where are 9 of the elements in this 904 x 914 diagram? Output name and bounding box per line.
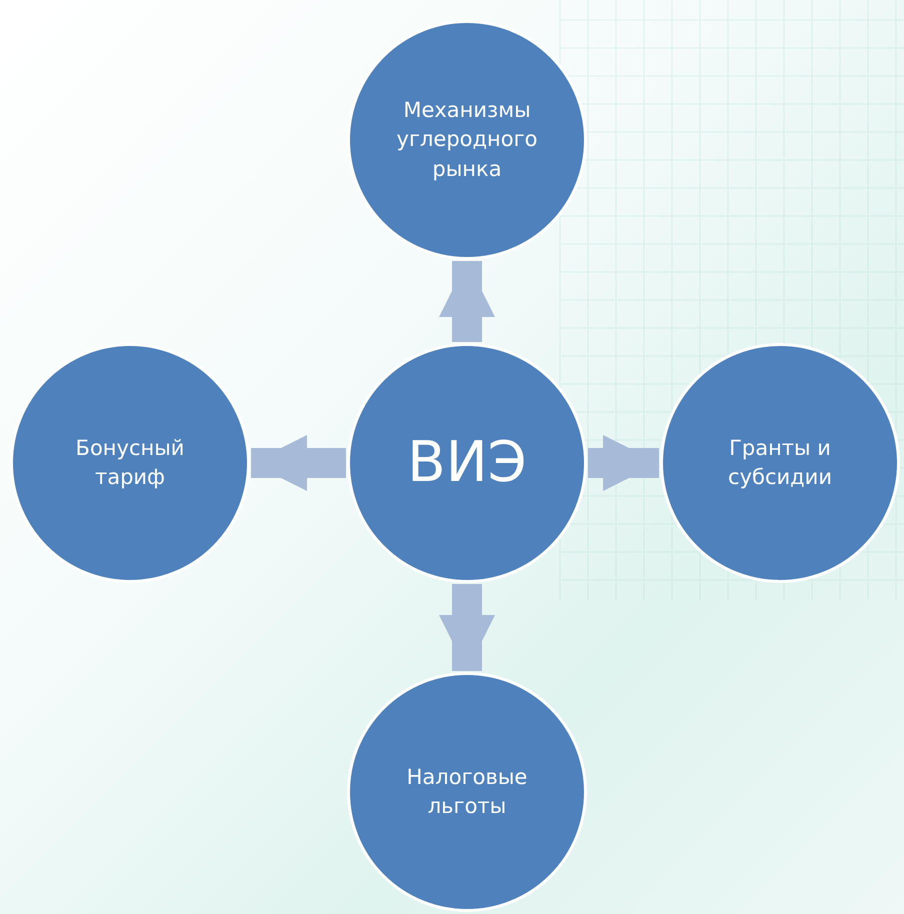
node-label: ВИЭ [406, 428, 528, 497]
node-label: Механизмы углеродного рынка [396, 96, 538, 183]
node-label: Гранты и субсидии [727, 434, 833, 491]
node-label: Налоговые льготы [406, 764, 528, 820]
node-label: Бонусный тариф [74, 434, 186, 491]
block-arrow [439, 261, 495, 342]
block-arrow [251, 435, 346, 491]
block-arrow [588, 435, 659, 491]
block-arrow [439, 584, 495, 671]
